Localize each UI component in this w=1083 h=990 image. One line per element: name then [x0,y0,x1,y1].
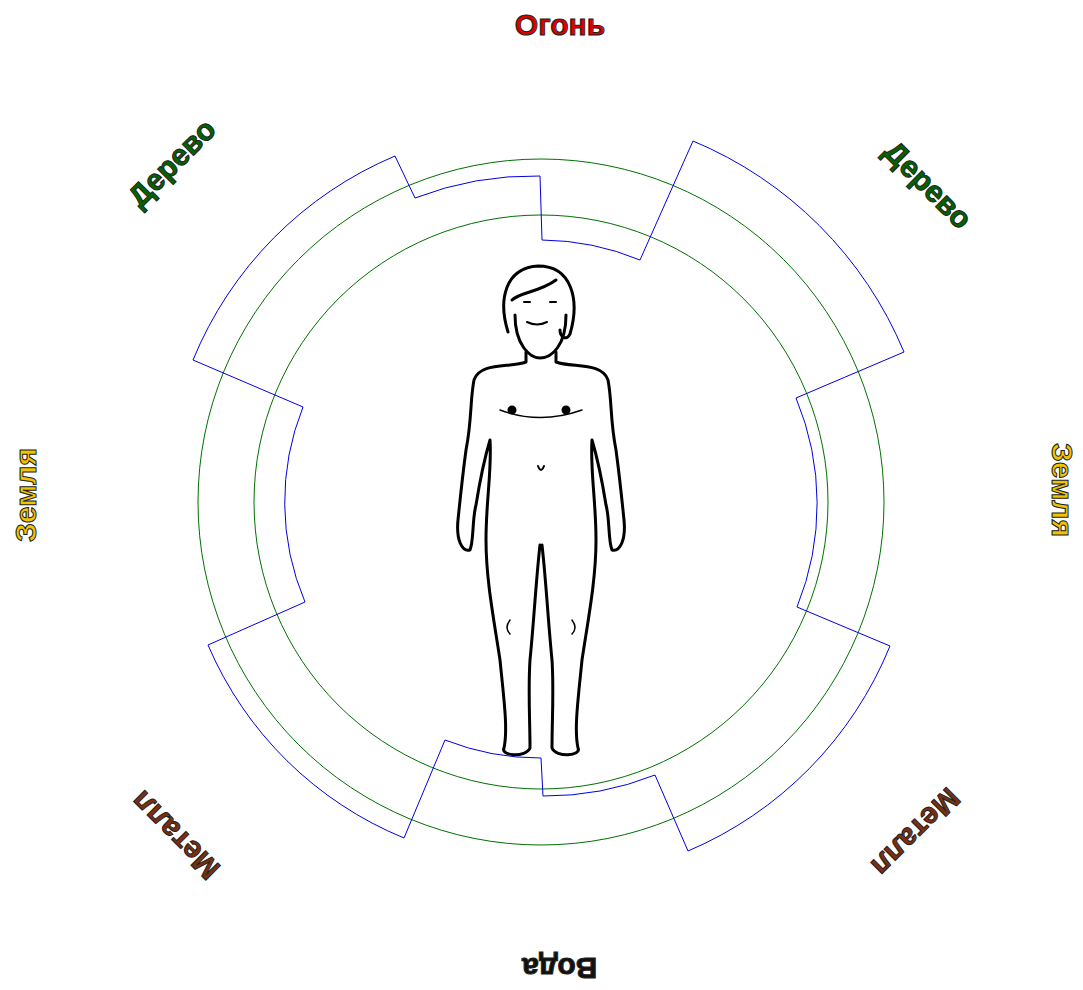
element-label: Земля [1047,443,1077,537]
element-label: Металл [125,785,225,885]
outer-circle [198,159,884,845]
human-figure [458,266,625,755]
meridian-outline [193,141,904,851]
element-label: Вода [522,953,597,983]
inner-circle [254,215,828,789]
element-label: Дерево [123,114,222,213]
element-label: Металл [865,782,965,882]
element-label: Огонь [515,10,605,40]
element-label: Земля [11,448,41,542]
element-label: Дерево [879,136,978,235]
